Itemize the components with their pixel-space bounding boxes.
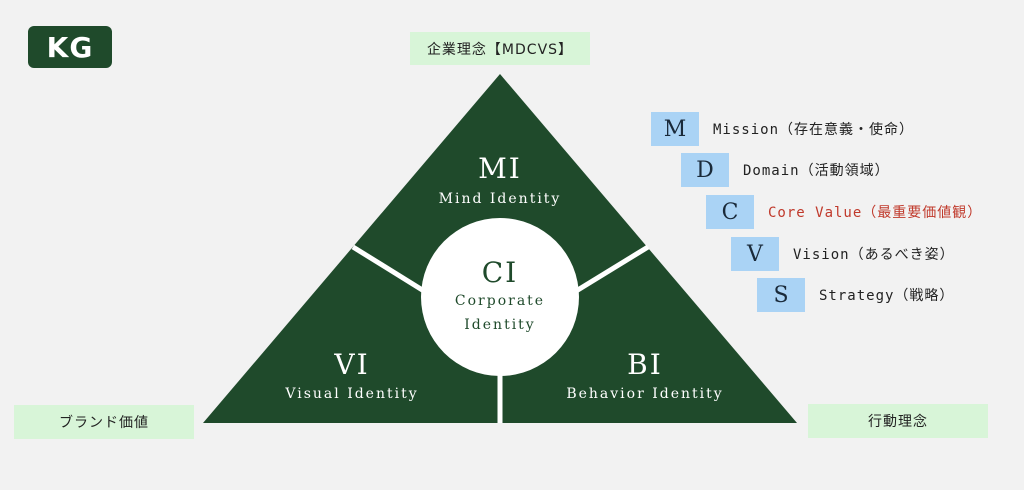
bi-subtitle: Behavior Identity bbox=[566, 386, 723, 402]
mdcvs-item-vision: V Vision（あるべき姿） bbox=[731, 237, 955, 271]
mdcvs-item-domain: D Domain（活動領域） bbox=[681, 153, 890, 187]
mdcvs-text: Domain（活動領域） bbox=[743, 163, 890, 179]
ci-subtitle-line1: Corporate bbox=[455, 293, 545, 309]
brand-value-label: ブランド価値 bbox=[14, 405, 194, 439]
mdcvs-item-core-value: C Core Value（最重要価値観） bbox=[706, 195, 982, 229]
mdcvs-letter: V bbox=[731, 237, 779, 271]
mdcvs-text: Strategy（戦略） bbox=[819, 288, 955, 304]
mdcvs-text: Core Value（最重要価値観） bbox=[768, 205, 983, 221]
mdcvs-text: Mission（存在意義・使命） bbox=[713, 122, 915, 138]
mi-subtitle: Mind Identity bbox=[439, 191, 562, 207]
mdcvs-letter: C bbox=[706, 195, 754, 229]
divider-right bbox=[566, 244, 650, 299]
mdcvs-letter: M bbox=[651, 112, 699, 146]
ci-subtitle-line2: Identity bbox=[464, 317, 535, 333]
ci-circle bbox=[421, 218, 579, 376]
mi-title: MI bbox=[478, 152, 522, 185]
ci-title: CI bbox=[482, 256, 518, 289]
bi-title: BI bbox=[627, 348, 663, 381]
vi-title: VI bbox=[333, 348, 369, 381]
kg-logo: KG bbox=[28, 26, 112, 68]
logo-text: KG bbox=[46, 30, 94, 64]
mdcvs-text: Vision（あるべき姿） bbox=[793, 247, 955, 263]
mdcvs-letter: D bbox=[681, 153, 729, 187]
mdcvs-item-mission: M Mission（存在意義・使命） bbox=[651, 112, 914, 146]
behavior-philosophy-label: 行動理念 bbox=[808, 404, 988, 438]
corporate-philosophy-label: 企業理念【MDCVS】 bbox=[410, 32, 590, 65]
mdcvs-letter: S bbox=[757, 278, 805, 312]
mdcvs-item-strategy: S Strategy（戦略） bbox=[757, 278, 954, 312]
divider-left bbox=[351, 244, 434, 299]
vi-subtitle: Visual Identity bbox=[284, 386, 418, 402]
